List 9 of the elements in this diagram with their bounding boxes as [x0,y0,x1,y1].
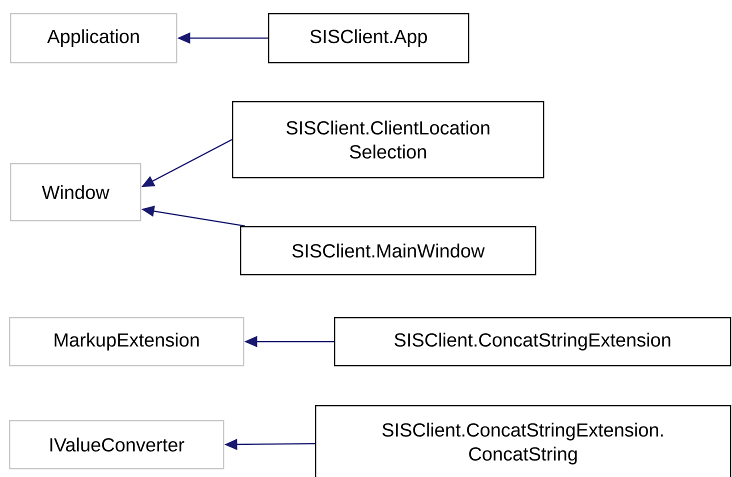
base-class-box: Application [10,13,178,64]
class-box: SISClient.App [268,13,470,64]
class-box: SISClient.ConcatStringExtension [334,317,732,366]
base-class-box: IValueConverter [9,420,224,470]
class-box: SISClient.ConcatStringExtension. ConcatString [315,405,732,477]
class-box: SISClient.MainWindow [240,226,536,276]
base-class-box: Window [10,163,142,222]
base-class-box: MarkupExtension [9,317,244,366]
class-box: SISClient.ClientLocation Selection [232,101,544,178]
